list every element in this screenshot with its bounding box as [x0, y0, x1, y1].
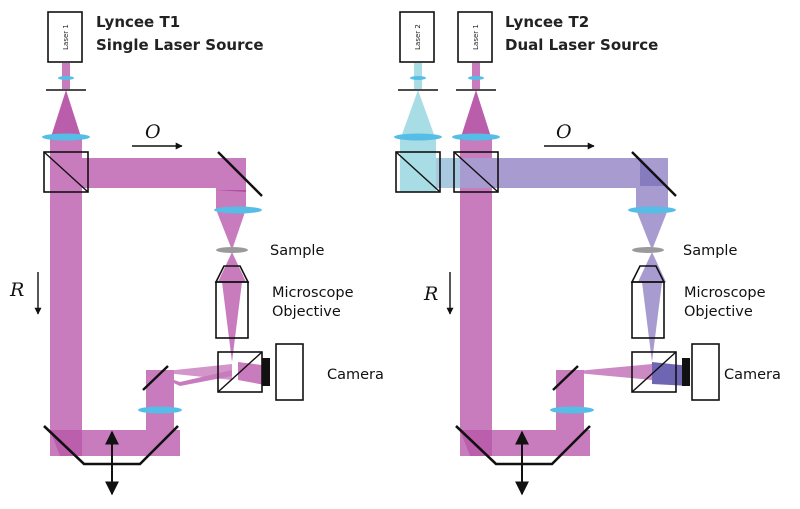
t2-small-lens-1 [468, 76, 484, 80]
t2-laser-2-label: Laser 2 [414, 24, 422, 50]
t2-camera [682, 343, 720, 401]
t2-camera-label: Camera [724, 367, 781, 383]
t2-title-line1: Lyncee T2 [505, 13, 589, 31]
panel-t2: Laser 2 Laser 1 O Sample [394, 11, 781, 496]
t2-small-lens-2 [410, 76, 426, 80]
t2-reference-arrow-label: R [423, 283, 438, 305]
t2-beam-splitter-1 [453, 151, 499, 193]
t1-mirror-top [217, 151, 263, 197]
t1-collimating-lens [42, 133, 90, 141]
t1-beam-splitter [43, 151, 89, 193]
t1-camera-label: Camera [327, 367, 384, 383]
t1-camera [262, 343, 304, 401]
t2-condenser-lens [628, 206, 676, 214]
t1-reference-arrow-label: R [9, 279, 24, 301]
t1-laser-1-label: Laser 1 [62, 24, 70, 50]
t2-collimating-lens-2 [394, 133, 442, 141]
t1-mirror-small [142, 365, 169, 391]
t1-sample-label: Sample [270, 243, 324, 259]
t2-camera-beam-splitter [631, 351, 677, 393]
t2-title-line2: Dual Laser Source [505, 36, 658, 54]
t1-small-lens [58, 76, 74, 80]
t2-beams [400, 63, 690, 456]
t2-object-arrow-label: O [556, 121, 572, 143]
t1-title-line2: Single Laser Source [96, 36, 264, 54]
t1-sample [216, 247, 248, 253]
t1-object-arrow-label: O [145, 121, 161, 143]
t2-collimating-lens-1 [452, 133, 500, 141]
t2-mirror-top [631, 151, 677, 197]
t1-title-line1: Lyncee T1 [96, 13, 180, 31]
panel-t1: Laser 1 O Sample Microscope Objective R [9, 11, 384, 496]
t2-sample [632, 247, 664, 253]
t1-objective-label-line1: Microscope [272, 285, 354, 301]
t1-laser-1-box [47, 11, 83, 63]
t2-objective-label-line1: Microscope [684, 285, 766, 301]
t2-mirror-small [552, 365, 579, 391]
t2-objective-label-line2: Objective [684, 304, 753, 320]
t1-reference-lens [138, 406, 182, 414]
t2-laser-1-box [457, 11, 493, 63]
t1-microscope-objective [214, 265, 250, 339]
t1-objective-label-line2: Objective [272, 304, 341, 320]
t2-beam-splitter-2 [395, 151, 441, 193]
t1-condenser-lens [214, 206, 262, 214]
t2-laser-2-box [399, 11, 435, 63]
t2-microscope-objective [630, 265, 666, 339]
t2-sample-label: Sample [683, 243, 737, 259]
t2-laser-1-label: Laser 1 [472, 24, 480, 50]
t2-reference-lens [550, 406, 594, 414]
